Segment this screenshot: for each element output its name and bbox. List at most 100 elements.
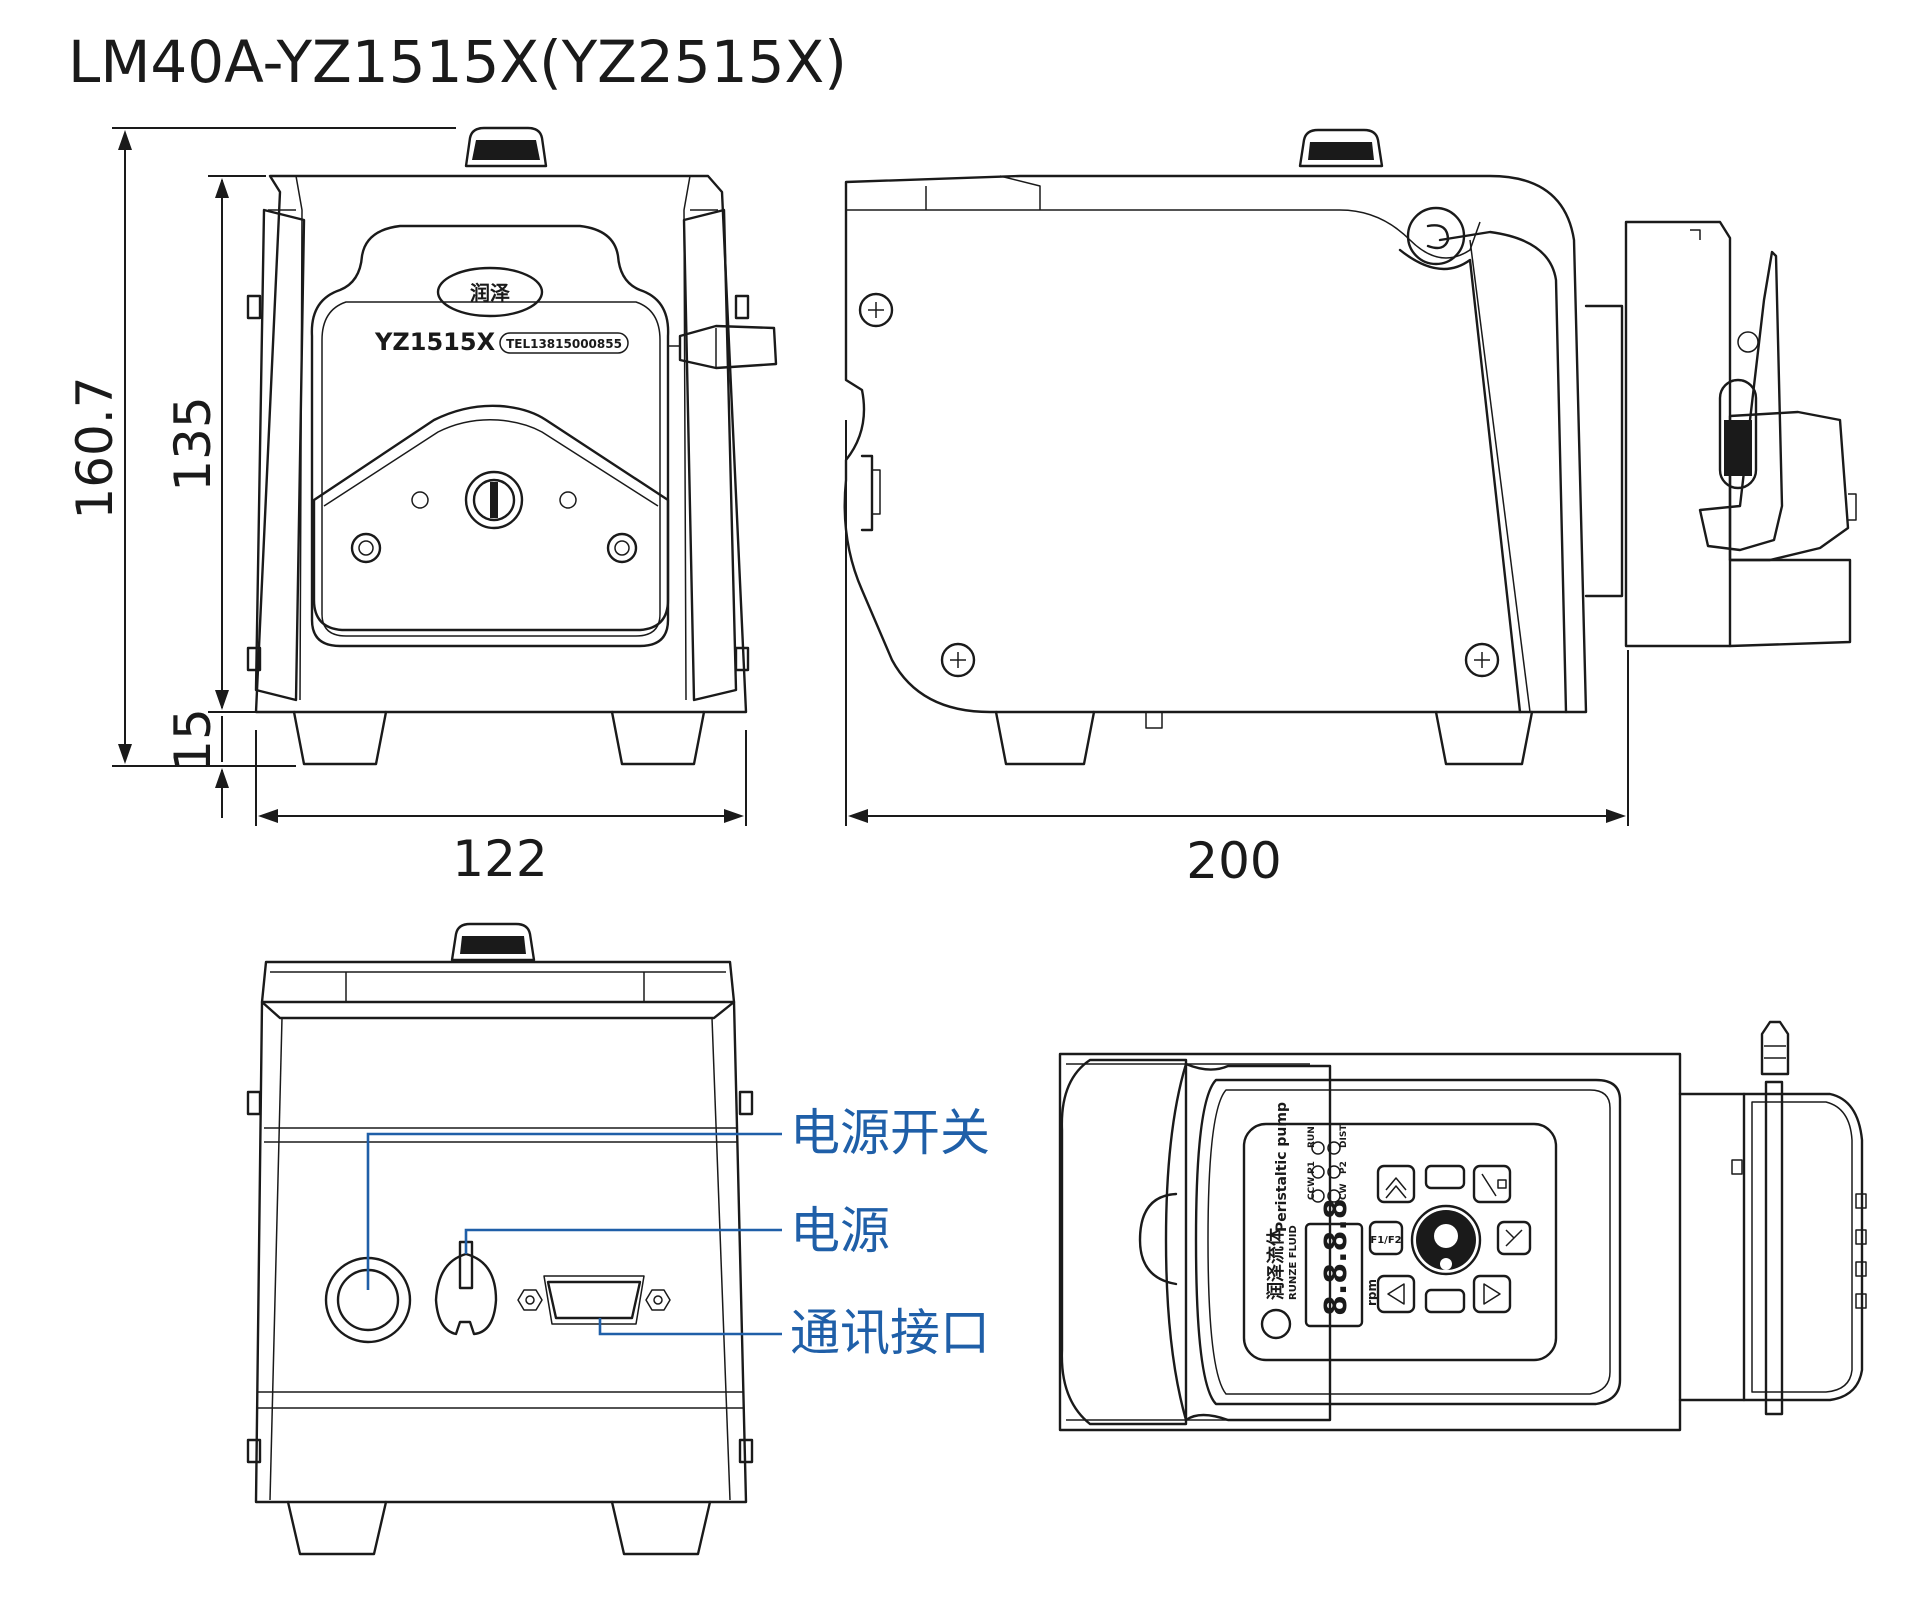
clamp-lever	[678, 324, 778, 370]
side-screw-bottom-right	[1464, 642, 1500, 678]
comm-port-shell	[543, 1275, 645, 1325]
side-latch-inner	[872, 469, 881, 515]
side-top-edge	[846, 209, 1481, 259]
side-top-step	[999, 175, 1041, 210]
key-f1f2-label: F1/F2	[1370, 1235, 1401, 1246]
comm-port-screw-right	[653, 1295, 663, 1305]
key-f1f2: F1/F2	[1368, 1220, 1404, 1256]
top-view: 润泽流体 RUNZE FLUID Peristaltic pump 8.8.8.…	[1058, 1020, 1867, 1432]
side-knob	[1298, 128, 1384, 168]
panel-knob-dot	[1440, 1258, 1452, 1270]
rotor-plate-inner	[323, 419, 659, 507]
dim-width: 122	[452, 830, 547, 888]
brand-label: 润泽	[470, 281, 510, 305]
front-body	[254, 174, 748, 714]
dim-body-height: 135	[164, 396, 222, 491]
side-dimension: 200	[845, 420, 1629, 890]
rear-knob-fill	[460, 936, 526, 954]
shaft-key	[490, 482, 498, 518]
arrow-depth-left	[848, 809, 868, 823]
pump-head-inner	[321, 301, 661, 637]
brand-logo	[1260, 1308, 1292, 1340]
top-pump-nub-3	[1855, 1261, 1867, 1277]
rear-body	[254, 1000, 748, 1504]
top-pump-collar	[1678, 1092, 1746, 1402]
left-bracket	[254, 208, 306, 702]
key-direction	[1496, 1220, 1532, 1256]
side-foot-left	[994, 710, 1096, 766]
rear-foot-right	[610, 1500, 712, 1556]
key-prime	[1376, 1164, 1416, 1204]
front-left-rail	[295, 175, 303, 701]
control-panel	[1242, 1122, 1558, 1362]
hinge-detail	[1426, 224, 1450, 250]
rotor-plate	[312, 404, 670, 632]
top-panel-shell	[1164, 1062, 1332, 1422]
pump-head-collar	[1584, 304, 1624, 598]
pump-lever-side	[1698, 250, 1784, 552]
top-pump-collar-nub	[1731, 1159, 1743, 1175]
side-diagonal-inner	[1398, 248, 1522, 714]
bolt-right-inner	[614, 540, 630, 556]
side-knob-fill	[1308, 142, 1374, 160]
panel-brand-cn: 润泽流体	[1265, 1227, 1287, 1300]
pump-head-model: YZ1515X	[374, 328, 496, 356]
bolt-right	[606, 532, 638, 564]
pump-head-side	[1624, 220, 1732, 648]
top-pump-nub-4	[1855, 1293, 1867, 1309]
comm-port-nut-left	[517, 1289, 543, 1311]
comm-port-nut-right	[645, 1289, 671, 1311]
callout-comm-port: 通讯接口	[790, 1304, 990, 1362]
lever-window-fill	[1724, 420, 1752, 476]
side-diagonal-mid	[1469, 239, 1531, 713]
display-unit: rpm	[1365, 1279, 1379, 1306]
hole-left	[411, 491, 429, 509]
arrow-width-right	[724, 809, 744, 823]
led-label-dist: DIST	[1339, 1124, 1349, 1148]
arrow-body-bottom	[215, 690, 229, 710]
front-view: 润泽 YZ1515X TEL13815000855	[246, 126, 778, 766]
key-bottom-center	[1424, 1288, 1466, 1314]
side-bottom-nub	[1145, 712, 1163, 729]
left-screw-bottom	[246, 646, 262, 672]
arrow-depth-right	[1606, 809, 1626, 823]
top-knob-fill	[472, 140, 540, 160]
rear-view: 电源开关 电源 通讯接口	[246, 922, 990, 1556]
top-panel-bezel-inner	[1207, 1089, 1611, 1395]
key-right	[1472, 1274, 1512, 1314]
hinge	[1406, 206, 1466, 266]
right-screw-top	[734, 294, 750, 320]
dim-foot-height: 15	[164, 708, 222, 772]
callout-leader-power	[464, 1228, 782, 1254]
brand-oval	[436, 266, 544, 318]
led-1	[1311, 1141, 1325, 1155]
top-knob	[464, 126, 548, 168]
panel-product-name: Peristaltic pump	[1274, 1102, 1290, 1232]
display-readout: 8.8.8.8	[1319, 1198, 1354, 1316]
top-pump-nub-1	[1855, 1193, 1867, 1209]
side-diagonal-outer	[1438, 230, 1568, 714]
rear-foot-left	[286, 1500, 388, 1556]
rear-nub-right-top	[738, 1090, 754, 1116]
rear-nub-left-top	[246, 1090, 262, 1116]
top-pump-head	[1742, 1092, 1864, 1402]
front-foot-left	[292, 710, 388, 766]
left-screw-top	[246, 294, 262, 320]
rear-knob	[450, 922, 536, 962]
panel-knob-center	[1434, 1224, 1458, 1248]
front-right-rail	[683, 175, 691, 701]
top-pump-head-inner	[1751, 1101, 1853, 1393]
key-stop	[1472, 1164, 1512, 1204]
dim-depth: 200	[1186, 832, 1281, 890]
led-4	[1327, 1141, 1341, 1155]
bolt-left-inner	[358, 540, 374, 556]
side-view	[843, 128, 1857, 766]
led-label-ccw: CCW	[1307, 1177, 1317, 1200]
top-panel-bezel	[1194, 1078, 1622, 1406]
key-left	[1376, 1274, 1416, 1314]
rear-body-right-edge	[711, 1017, 731, 1501]
top-housing	[1058, 1052, 1682, 1432]
top-pump-lever-grip-ridges	[1764, 1045, 1786, 1059]
key-top-center	[1424, 1164, 1466, 1190]
